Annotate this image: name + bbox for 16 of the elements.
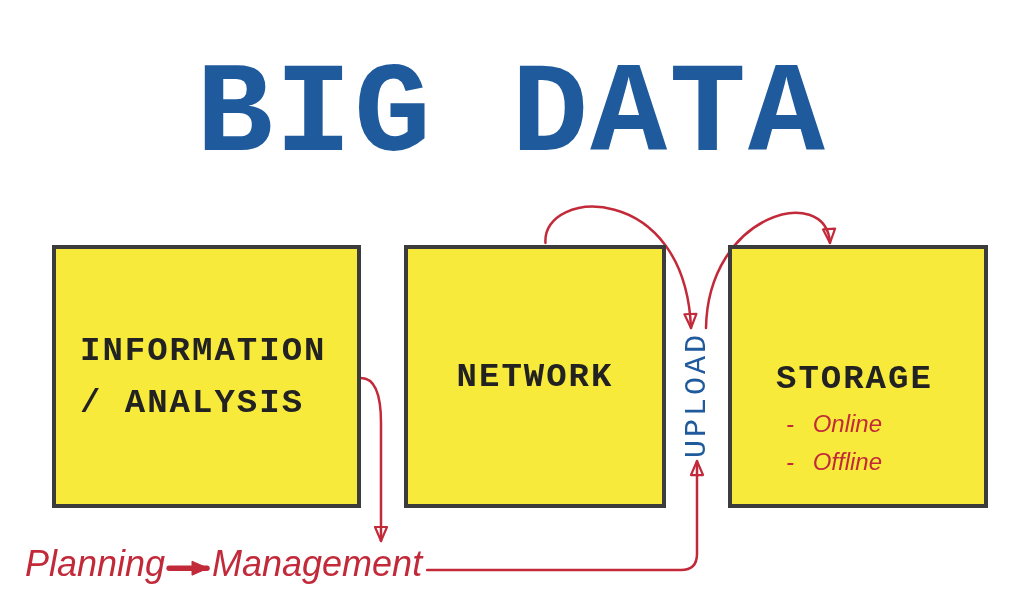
flow-label: Planning [25,543,166,585]
box-title: NETWORK [456,356,614,398]
title: BIG DATA [196,52,827,180]
note-box [52,245,361,508]
vertical-label: UPLOAD [681,332,713,459]
arrow [166,560,210,576]
box-title: INFORMATION / ANALYSIS [80,330,328,424]
box-title: STORAGE [776,359,933,400]
note-box [728,245,988,508]
arrow [425,459,705,572]
note-box [404,245,666,508]
list-item: - Offline [786,447,883,477]
list-item: - Online [786,409,883,439]
curved-arrow [704,211,834,330]
flow-label: Management [212,543,423,585]
curved-arrow [544,205,697,330]
